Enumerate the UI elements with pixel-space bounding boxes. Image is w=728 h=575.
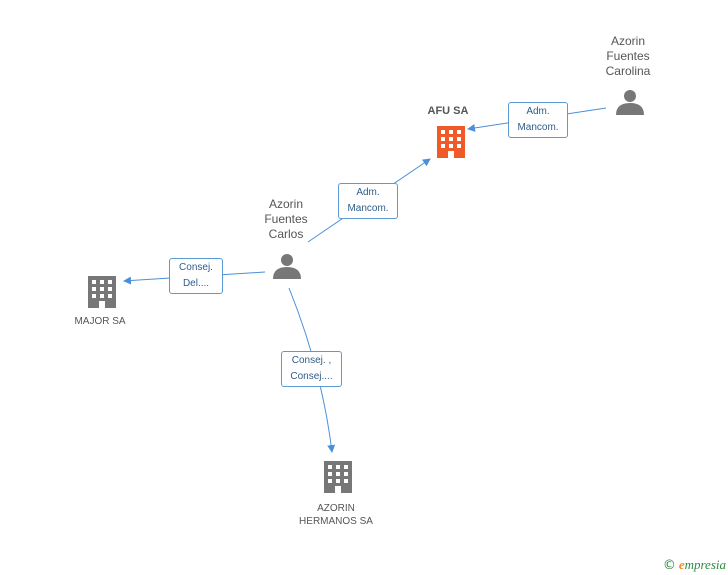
building-icon[interactable] xyxy=(324,461,352,493)
edge-label-line: Adm. xyxy=(356,187,380,198)
edge-label-line: Mancom. xyxy=(347,203,389,214)
edge-label-line: Consej. , xyxy=(291,355,332,366)
edge-label-carlos-hermanos[interactable]: Consej. , Consej.... xyxy=(281,351,342,387)
node-label-carolina[interactable]: Azorin Fuentes Carolina xyxy=(605,34,651,78)
edge-label-line: Adm. xyxy=(526,106,550,117)
edge-label-carlos-afu[interactable]: Adm. Mancom. xyxy=(338,183,398,219)
person-icon[interactable] xyxy=(616,90,644,115)
brand-initial: e xyxy=(678,557,685,572)
building-icon[interactable] xyxy=(437,126,465,158)
node-label-hermanos[interactable]: AZORIN HERMANOS SA xyxy=(299,503,373,527)
brand-name: mpresia xyxy=(684,557,726,572)
edge-label-carlos-major[interactable]: Consej. Del.... xyxy=(169,258,223,294)
node-label-afu[interactable]: AFU SA xyxy=(427,105,469,117)
footer-brand: ©empresia xyxy=(663,557,726,573)
copyright-symbol: © xyxy=(662,558,676,573)
edge-label-line: Del.... xyxy=(182,278,210,289)
node-label-carlos[interactable]: Azorin Fuentes Carlos xyxy=(264,197,308,241)
building-icon[interactable] xyxy=(88,276,116,308)
edge-label-line: Consej. xyxy=(179,262,213,273)
person-icon[interactable] xyxy=(273,254,301,279)
edge-label-line: Mancom. xyxy=(517,122,559,133)
edge-label-carolina-afu[interactable]: Adm. Mancom. xyxy=(508,102,568,138)
node-label-major[interactable]: MAJOR SA xyxy=(74,316,126,327)
edge-label-line: Consej.... xyxy=(290,371,333,382)
